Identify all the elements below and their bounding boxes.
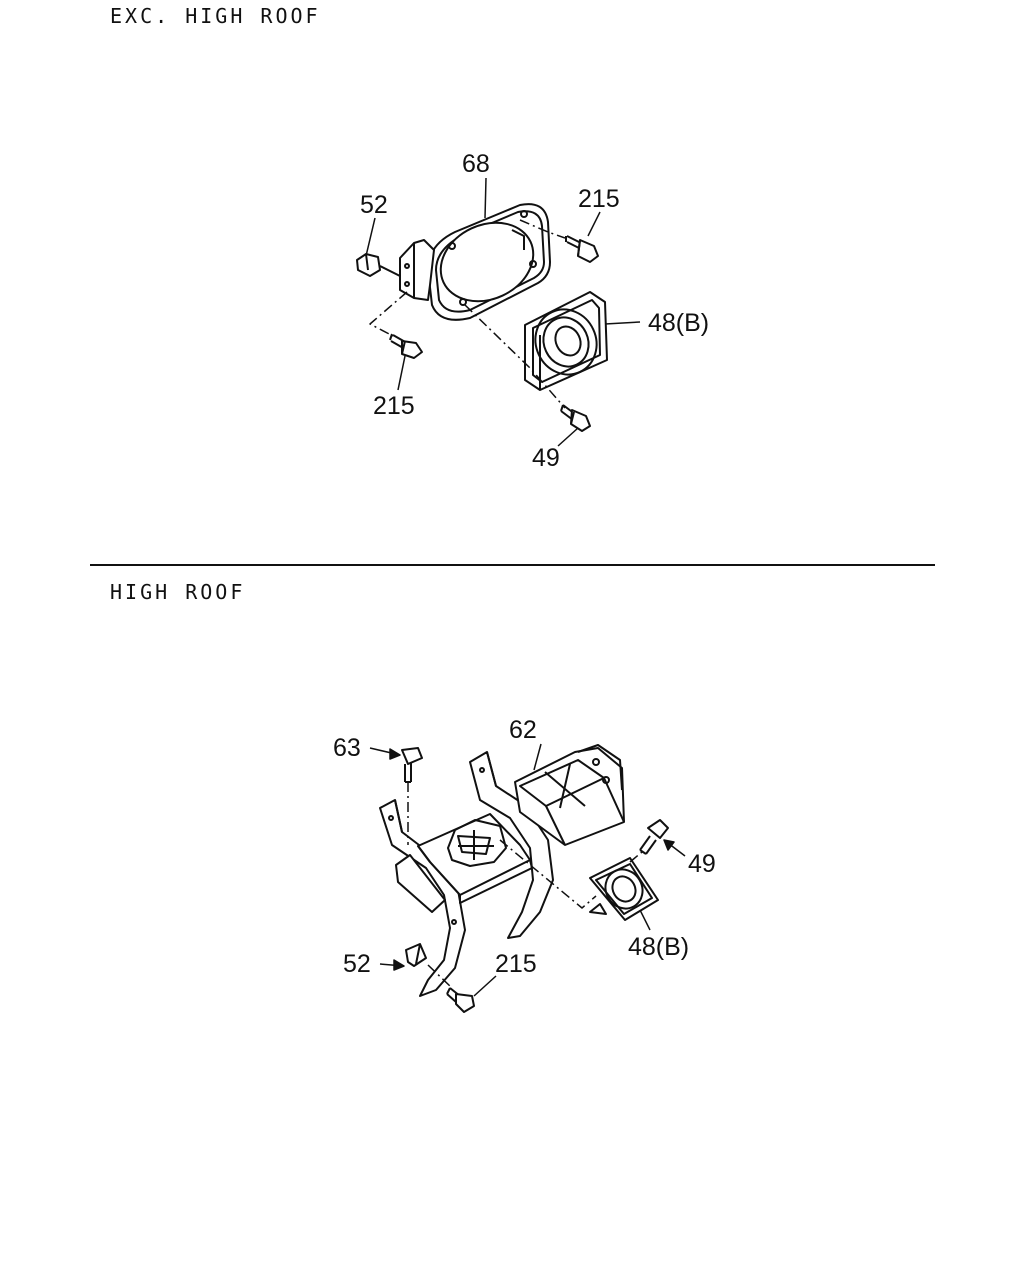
diagram-high-roof (369, 743, 686, 1013)
callout-215-top: 215 (578, 185, 620, 213)
leader-lines-top (365, 177, 641, 447)
callout-48b: 48(B) (648, 309, 709, 337)
callout-49: 49 (532, 444, 560, 472)
section-title-high-roof: HIGH ROOF (110, 580, 246, 604)
callout-52-bottom: 52 (343, 950, 371, 978)
section-title-exc-high-roof: EXC. HIGH ROOF (110, 4, 321, 28)
part-48b-speaker-top (524, 291, 608, 391)
callout-63: 63 (333, 734, 361, 762)
right-support-strap (469, 751, 554, 939)
callout-215-bottom: 215 (373, 392, 415, 420)
part-215-bolt-top (565, 235, 599, 263)
part-215-bolt-bottom-section (446, 987, 475, 1013)
plate-bracket (399, 239, 435, 301)
part-49-screw-top (560, 404, 591, 432)
alignment-lines-bottom (407, 782, 643, 989)
left-side-box (395, 854, 446, 913)
part-49-screw-bottom (639, 819, 669, 855)
part-215-bolt-bottom (389, 333, 423, 359)
part-68-mounting-plate (427, 203, 551, 321)
diagram-exc-high-roof (356, 177, 641, 447)
part-52-clip-nut-bottom (405, 943, 427, 967)
part-62-bracket-box (514, 744, 625, 846)
callout-68: 68 (462, 150, 490, 178)
callout-215-bottom-section: 215 (495, 950, 537, 978)
callout-48b-bottom: 48(B) (628, 933, 689, 961)
leader-lines-bottom (369, 743, 686, 997)
callout-52: 52 (360, 191, 388, 219)
part-48b-speaker-bottom (589, 857, 659, 921)
callout-49-bottom: 49 (688, 850, 716, 878)
part-63-bolt (401, 747, 423, 783)
part-52-clip-nut (356, 253, 401, 277)
callout-62: 62 (509, 716, 537, 744)
alignment-lines-top (369, 219, 566, 409)
